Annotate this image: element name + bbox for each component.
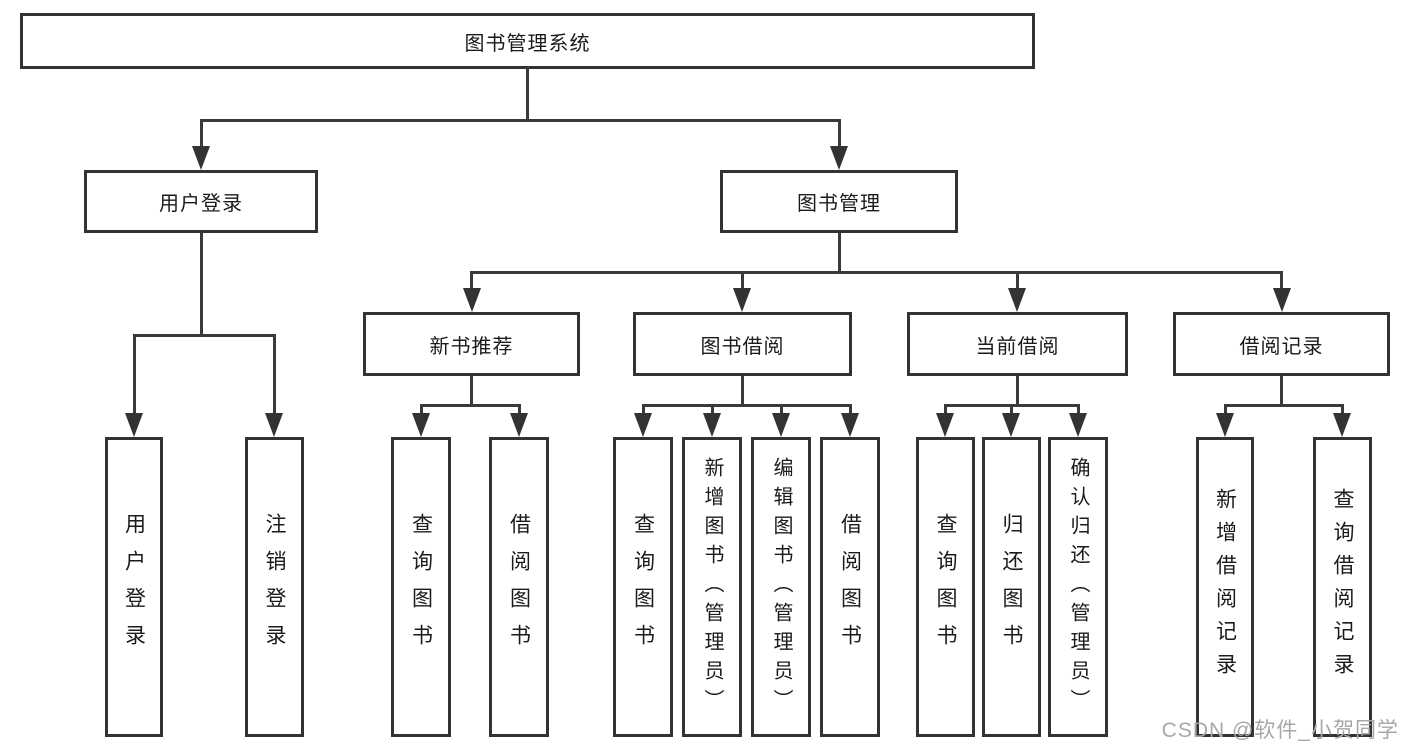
connector-line [199, 233, 203, 336]
connector-line [199, 119, 841, 122]
connector-line [641, 404, 645, 416]
arrow-down-icon [265, 413, 283, 437]
node-library-management-system: 图书管理系统 [20, 13, 1035, 69]
leaf-add-borrow-record: 新增借阅记录 [1196, 437, 1254, 737]
arrow-down-icon [1008, 288, 1026, 312]
connector-line [272, 334, 276, 414]
connector-line [779, 404, 783, 416]
leaf-edit-books-admin: 编辑图书（管理员） [751, 437, 811, 737]
arrow-down-icon [936, 413, 954, 437]
connector-line [132, 334, 276, 337]
arrow-down-icon [733, 288, 751, 312]
watermark-text: CSDN @软件_小贺同学 [1161, 719, 1399, 742]
arrow-down-icon [1002, 413, 1020, 437]
leaf-label: 查询图书 [934, 513, 957, 661]
leaf-add-books-admin: 新增图书（管理员） [682, 437, 742, 737]
leaf-label: 查询借阅记录 [1331, 488, 1354, 686]
node-label: 借阅记录 [1239, 335, 1324, 358]
node-label: 当前借阅 [975, 335, 1060, 358]
arrow-down-icon [125, 413, 143, 437]
node-label: 图书管理 [797, 193, 881, 215]
leaf-confirm-return-admin: 确认归还（管理员） [1048, 437, 1108, 737]
leaf-label: 编辑图书（管理员） [770, 456, 792, 718]
connector-line [1223, 404, 1344, 407]
connector-line [470, 376, 473, 406]
leaf-logout: 注销登录 [245, 437, 304, 737]
connector-line [1280, 271, 1283, 290]
leaf-recommend-borrow-books: 借阅图书 [489, 437, 549, 737]
leaf-label: 查询图书 [631, 513, 655, 661]
connector-line [943, 404, 947, 416]
connector-line [419, 404, 423, 416]
leaf-borrowing-borrow-books: 借阅图书 [820, 437, 880, 737]
leaf-current-query-books: 查询图书 [916, 437, 975, 737]
connector-line [132, 334, 136, 414]
node-borrowing-records: 借阅记录 [1173, 312, 1390, 376]
arrow-down-icon [830, 146, 848, 170]
leaf-recommend-query-books: 查询图书 [391, 437, 451, 737]
connector-line [419, 404, 521, 407]
connector-line [517, 404, 521, 416]
node-new-book-recommendation: 新书推荐 [363, 312, 580, 376]
connector-line [837, 119, 841, 149]
arrow-down-icon [463, 288, 481, 312]
connector-line [741, 376, 744, 406]
connector-line [1076, 404, 1080, 416]
leaf-return-books: 归还图书 [982, 437, 1041, 737]
arrow-down-icon [772, 413, 790, 437]
connector-line [740, 271, 744, 290]
connector-line [848, 404, 852, 416]
connector-line [470, 271, 473, 290]
arrow-down-icon [1069, 413, 1087, 437]
connector-line [641, 404, 852, 407]
node-label: 图书管理系统 [464, 32, 591, 55]
leaf-label: 用户登录 [122, 513, 146, 661]
arrow-down-icon [412, 413, 430, 437]
connector-line [525, 67, 529, 122]
leaf-label: 查询图书 [409, 513, 433, 661]
arrow-down-icon [1216, 413, 1234, 437]
node-book-borrowing: 图书借阅 [633, 312, 852, 376]
connector-line [837, 233, 841, 273]
connector-line [470, 271, 1283, 274]
node-label: 用户登录 [159, 193, 243, 215]
node-label: 新书推荐 [429, 335, 514, 358]
node-current-borrowing: 当前借阅 [907, 312, 1128, 376]
connector-line [1340, 404, 1344, 416]
connector-line [1009, 404, 1013, 416]
arrow-down-icon [1273, 288, 1291, 312]
node-user-login: 用户登录 [84, 170, 318, 233]
node-label: 图书借阅 [700, 335, 785, 358]
arrow-down-icon [634, 413, 652, 437]
leaf-borrowing-query-books: 查询图书 [613, 437, 673, 737]
arrow-down-icon [510, 413, 528, 437]
leaf-label: 借阅图书 [838, 513, 862, 661]
arrow-down-icon [1333, 413, 1351, 437]
node-book-management: 图书管理 [720, 170, 958, 233]
leaf-label: 注销登录 [263, 513, 286, 661]
arrow-down-icon [192, 146, 210, 170]
leaf-label: 新增图书（管理员） [701, 456, 723, 718]
leaf-label: 确认归还（管理员） [1067, 456, 1089, 718]
connector-line [1015, 271, 1019, 290]
leaf-label: 归还图书 [1000, 513, 1023, 661]
leaf-user-login: 用户登录 [105, 437, 163, 737]
arrow-down-icon [841, 413, 859, 437]
leaf-query-borrow-record: 查询借阅记录 [1313, 437, 1372, 737]
arrow-down-icon [703, 413, 721, 437]
leaf-label: 借阅图书 [507, 513, 531, 661]
connector-line [710, 404, 714, 416]
connector-line [1016, 376, 1019, 406]
connector-line [199, 119, 203, 149]
connector-line [1280, 376, 1283, 406]
leaf-label: 新增借阅记录 [1213, 488, 1237, 686]
connector-line [1223, 404, 1227, 416]
